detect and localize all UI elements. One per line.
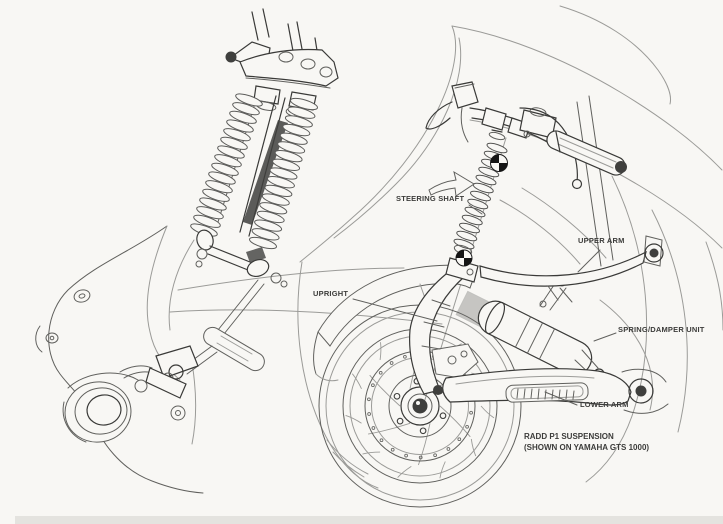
pivot-marker-icon [455, 249, 473, 267]
upright-arm [409, 269, 467, 395]
axle [412, 398, 428, 414]
bellows-right [249, 97, 318, 250]
leader-lines [352, 204, 617, 406]
caption-line-2: (SHOWN ON YAMAHA GTS 1000) [524, 443, 650, 452]
label-upright: UPRIGHT [313, 289, 349, 298]
direction-arrow-icon [428, 170, 475, 197]
scan-edge-band [15, 516, 723, 524]
label-spring-damper: SPRING/DAMPER UNIT [618, 325, 705, 334]
steering-shaft [445, 129, 508, 283]
label-steering-shaft: STEERING SHAFT [396, 194, 465, 203]
universal-joint [134, 279, 265, 399]
steering-gear-housing [62, 365, 157, 443]
detail-steering-shaft-assembly [190, 8, 339, 288]
body-panel [35, 225, 204, 494]
label-upper-arm: UPPER ARM [578, 236, 625, 245]
upper-arm [479, 235, 664, 303]
caption-line-1: RADD P1 SUSPENSION [524, 432, 614, 441]
frame-tubes [576, 95, 614, 267]
figure-caption: RADD P1 SUSPENSION (SHOWN ON YAMAHA GTS … [524, 431, 649, 453]
brake-caliper [431, 343, 479, 379]
handlebar-assembly [425, 81, 627, 190]
pivot-marker-icon [490, 154, 508, 172]
wheel-spokes [368, 346, 472, 466]
spring-damper-unit [455, 277, 605, 380]
label-lower-arm: LOWER ARM [580, 400, 629, 409]
